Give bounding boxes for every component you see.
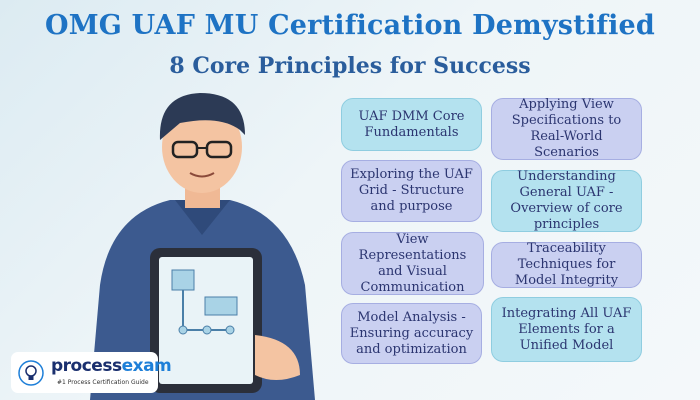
logo-name: processexam — [51, 356, 172, 376]
principle-card: Understanding General UAF - Overview of … — [491, 169, 642, 232]
processexam-logo: processexam #1 Process Certification Gui… — [11, 352, 172, 393]
principle-card: Model Analysis - Ensuring accuracy and o… — [341, 303, 482, 364]
page-title: OMG UAF MU Certification Demystified — [44, 10, 656, 41]
principle-card: Exploring the UAF Grid - Structure and p… — [341, 160, 482, 222]
principle-card: Integrating All UAF Elements for a Unifi… — [491, 297, 642, 362]
person-with-tablet-illustration — [90, 93, 315, 400]
logo-tagline: #1 Process Certification Guide — [57, 379, 149, 386]
page-subtitle: 8 Core Principles for Success — [169, 53, 531, 79]
principle-card: Traceability Techniques for Model Integr… — [491, 241, 642, 288]
principle-card: View Representations and Visual Communic… — [341, 232, 484, 295]
lightbulb-icon — [18, 360, 44, 386]
principle-card: Applying View Specifications to Real-Wor… — [491, 97, 642, 160]
principle-card: UAF DMM Core Fundamentals — [341, 98, 482, 151]
